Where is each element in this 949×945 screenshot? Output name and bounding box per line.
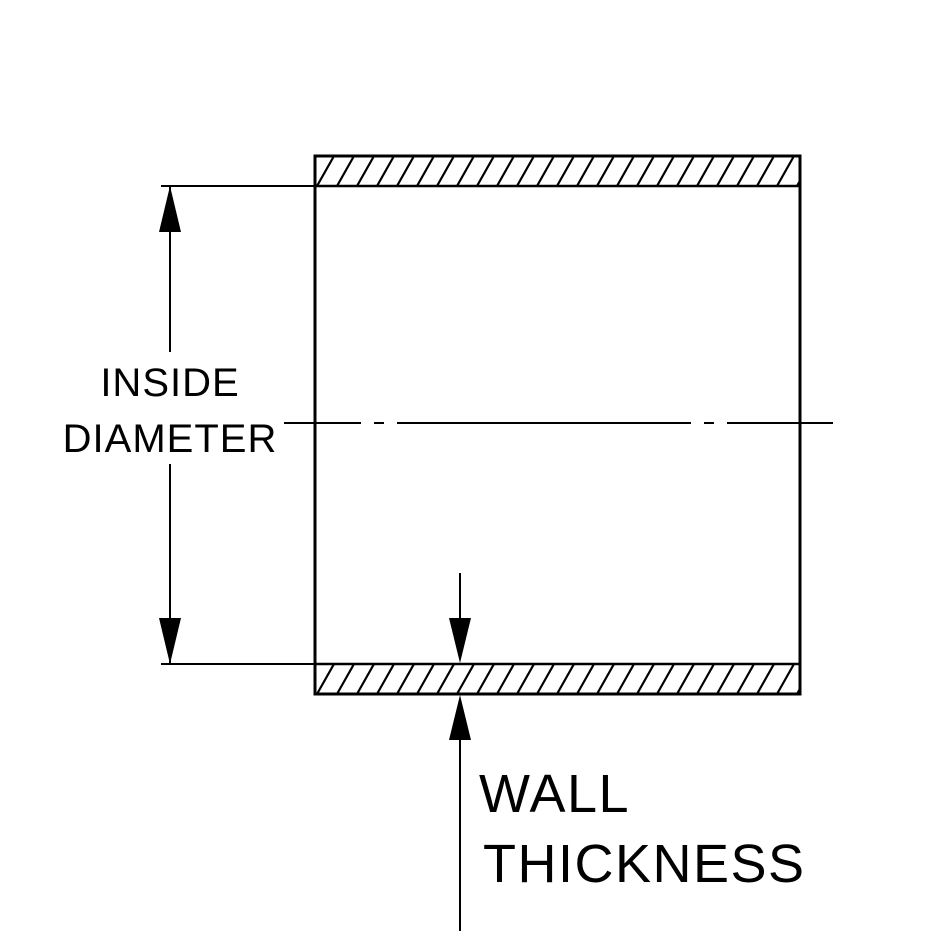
inside-diameter-arrow-up xyxy=(159,186,181,232)
tube-top-wall-hatch xyxy=(313,154,802,188)
wall-thickness-arrow-down xyxy=(449,618,471,663)
tube-bottom-wall-hatch xyxy=(313,662,802,696)
inside-diameter-label-line2: DIAMETER xyxy=(63,417,278,461)
tube-body-outline xyxy=(313,154,802,696)
wall-thickness-arrow-up xyxy=(449,695,471,740)
wall-thickness-label-line2: THICKNESS xyxy=(483,834,806,894)
inside-diameter-label-line1: INSIDE xyxy=(100,361,239,405)
inside-diameter-arrow-down xyxy=(159,618,181,664)
wall-thickness-label-line1: WALL xyxy=(479,764,630,824)
